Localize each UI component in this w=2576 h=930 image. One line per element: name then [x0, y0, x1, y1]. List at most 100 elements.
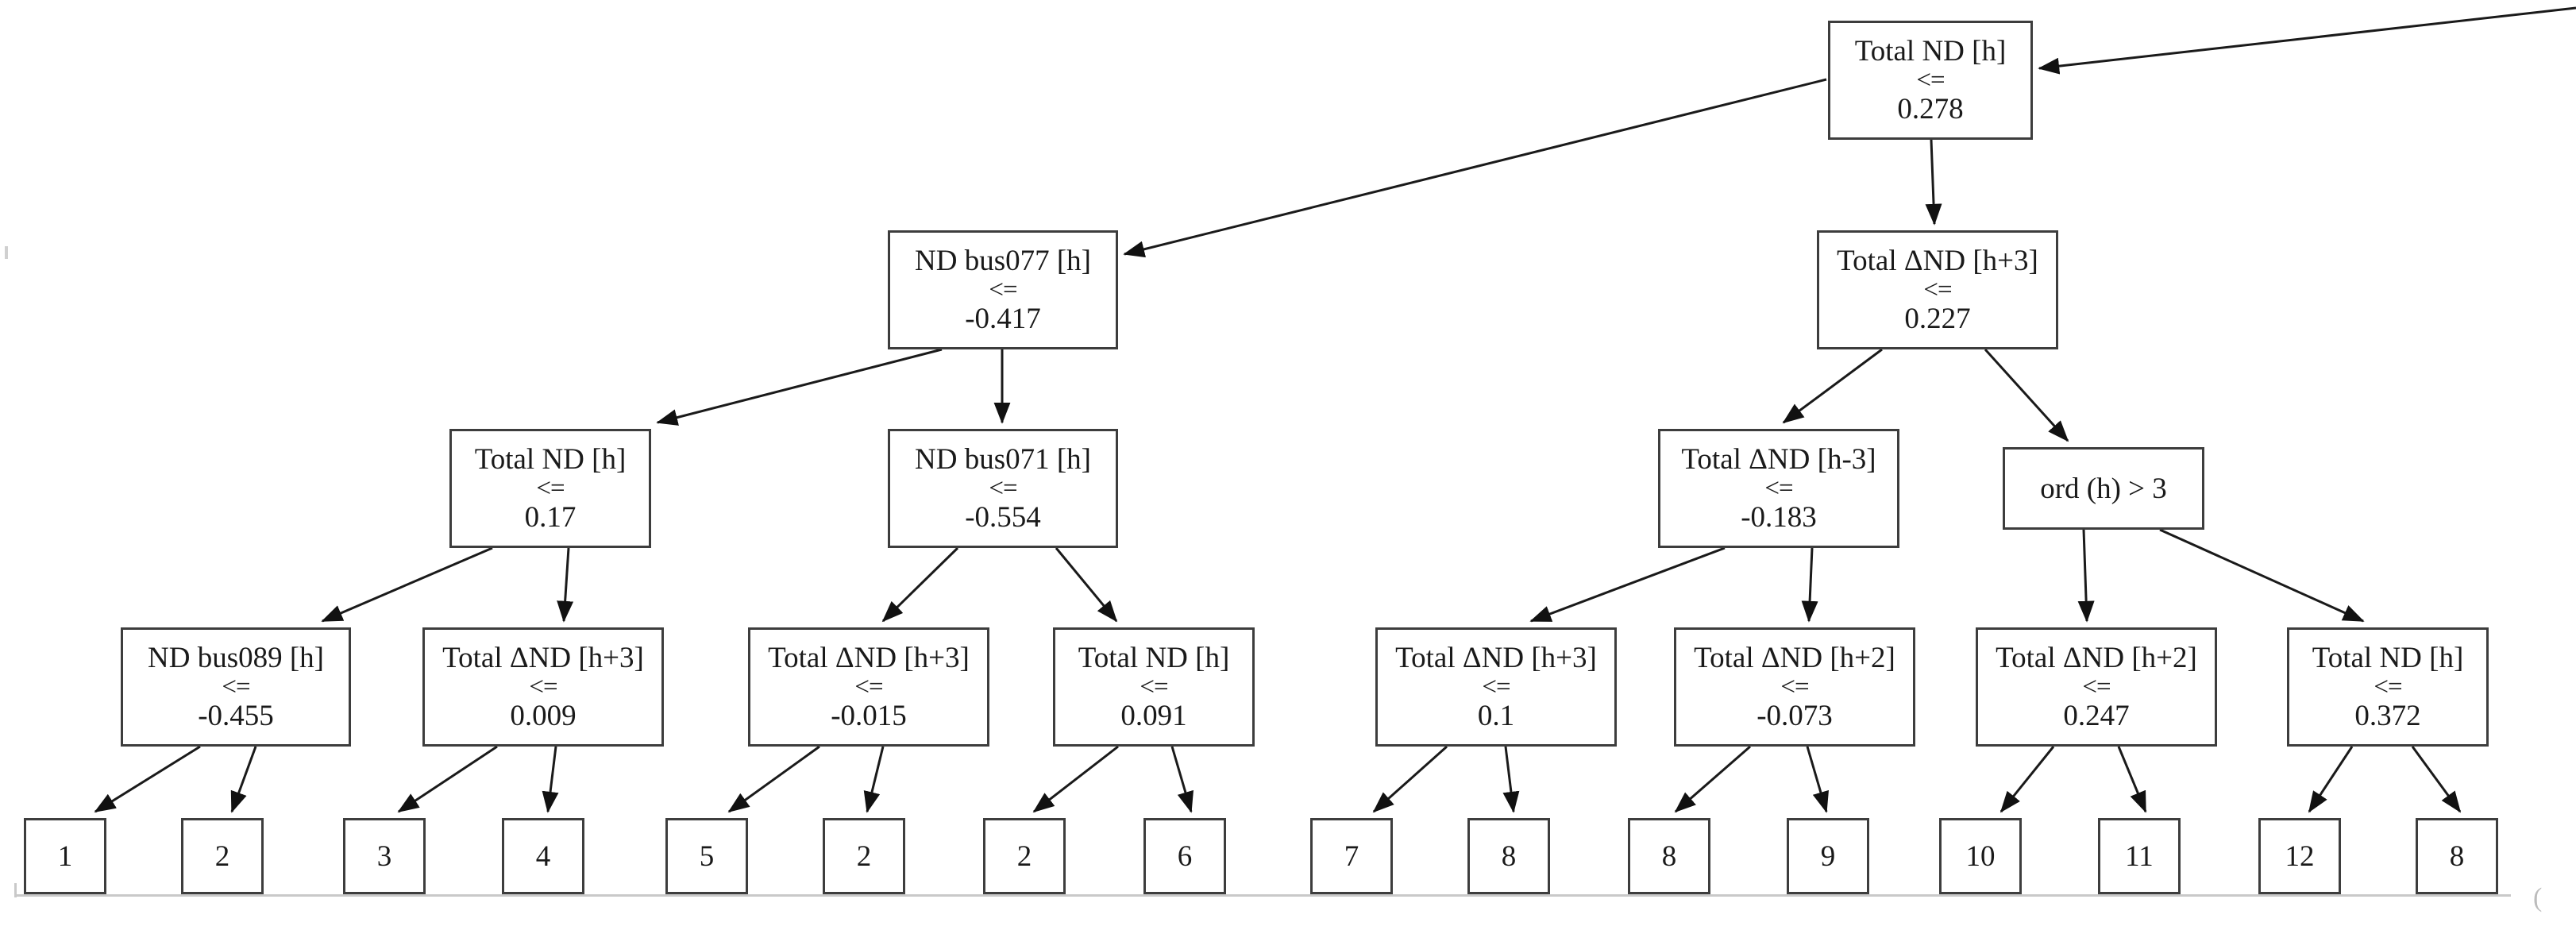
tree-edge-n6-to-n14 [2159, 528, 2365, 623]
leaf-cluster-label: 2 [1016, 839, 1032, 873]
decision-node-n12[interactable]: Total ΔND [h+2]<=-0.073 [1674, 627, 1915, 747]
tree-edge-n13-to-l14 [2117, 746, 2147, 813]
leaf-node-l6[interactable]: 2 [823, 818, 905, 894]
node-operator-label: <= [854, 673, 883, 701]
leaf-node-l1[interactable]: 1 [24, 818, 106, 894]
node-threshold-value: -0.554 [965, 501, 1041, 534]
decision-node-n0[interactable]: Total ND [h]<=0.278 [1828, 21, 2033, 140]
node-threshold-value: -0.073 [1757, 700, 1833, 732]
tree-edge-n14-to-l15 [2308, 746, 2354, 813]
decision-node-n1[interactable]: ND bus077 [h]<=-0.417 [888, 230, 1118, 349]
node-feature-label: ord (h) > 3 [2040, 472, 2167, 505]
tree-edge-n9-to-l6 [863, 746, 885, 813]
leaf-node-l8[interactable]: 6 [1143, 818, 1226, 894]
decision-node-n4[interactable]: ND bus071 [h]<=-0.554 [888, 429, 1118, 548]
leaf-cluster-label: 12 [2285, 839, 2315, 873]
leaf-node-l14[interactable]: 11 [2098, 818, 2181, 894]
node-operator-label: <= [989, 276, 1017, 304]
node-operator-label: <= [1140, 673, 1168, 701]
decision-node-n14[interactable]: Total ND [h]<=0.372 [2287, 627, 2489, 747]
leaf-cluster-label: 2 [856, 839, 872, 873]
tree-edge-n12-to-l11 [1674, 745, 1751, 813]
leaf-node-l10[interactable]: 8 [1467, 818, 1550, 894]
tree-edge-n3-to-n8 [557, 547, 574, 623]
leaf-cluster-label: 2 [214, 839, 230, 873]
leaf-cluster-label: 8 [1661, 839, 1677, 873]
leaf-node-l13[interactable]: 10 [1939, 818, 2022, 894]
node-threshold-value: 0.247 [2063, 700, 2130, 732]
decision-node-n2[interactable]: Total ΔND [h+3]<=0.227 [1817, 230, 2058, 349]
leaf-cluster-label: 7 [1344, 839, 1359, 873]
decision-node-n11[interactable]: Total ΔND [h+3]<=0.1 [1375, 627, 1617, 747]
leaf-cluster-label: 1 [57, 839, 73, 873]
stray-artifact-left [5, 246, 8, 259]
tree-edge-n8-to-l4 [542, 746, 559, 813]
tree-edge-n11-to-l9 [1372, 745, 1448, 813]
node-threshold-value: 0.372 [2354, 700, 2421, 732]
node-threshold-value: 0.17 [524, 501, 577, 534]
leaf-cluster-label: 8 [1501, 839, 1517, 873]
node-operator-label: <= [2082, 673, 2111, 701]
node-feature-label: ND bus077 [h] [915, 245, 1091, 277]
node-operator-label: <= [222, 673, 250, 701]
tree-edge-n10-to-l8 [1170, 746, 1194, 813]
node-operator-label: <= [2374, 673, 2402, 701]
node-threshold-value: -0.417 [965, 303, 1041, 335]
node-feature-label: Total ND [h] [2312, 642, 2464, 674]
stray-artifact-right: ( [2533, 883, 2543, 913]
leaf-node-l5[interactable]: 5 [665, 818, 748, 894]
leaf-cluster-label: 11 [2125, 839, 2154, 873]
tree-edge-n7-to-l1 [94, 745, 201, 813]
leaf-cluster-label: 5 [699, 839, 715, 873]
node-threshold-value: -0.455 [198, 700, 274, 732]
leaf-cluster-label: 9 [1820, 839, 1836, 873]
decision-node-n6[interactable]: ord (h) > 3 [2003, 447, 2204, 530]
tree-edge-n5-to-n11 [1529, 546, 1726, 623]
leaf-node-l12[interactable]: 9 [1787, 818, 1869, 894]
decision-node-n5[interactable]: Total ΔND [h-3]<=-0.183 [1658, 429, 1899, 548]
figure-baseline-rule [14, 894, 2511, 897]
decision-node-n10[interactable]: Total ND [h]<=0.091 [1053, 627, 1255, 747]
node-feature-label: Total ΔND [h+2] [1996, 642, 2197, 674]
leaf-node-l16[interactable]: 8 [2416, 818, 2498, 894]
decision-node-n7[interactable]: ND bus089 [h]<=-0.455 [121, 627, 351, 747]
decision-node-n8[interactable]: Total ΔND [h+3]<=0.009 [422, 627, 664, 747]
node-operator-label: <= [529, 673, 557, 701]
node-feature-label: Total ΔND [h+3] [442, 642, 644, 674]
tree-edge-n0-to-n2 [1925, 139, 1942, 226]
tree-edge-n2-to-n6 [1984, 348, 2069, 442]
tree-edge-n14-to-l16 [2411, 746, 2462, 813]
leaf-cluster-label: 8 [2449, 839, 2465, 873]
tree-edge-n11-to-l10 [1502, 746, 1520, 813]
tree-edge-n5-to-n12 [1801, 547, 1818, 623]
node-operator-label: <= [1482, 673, 1510, 701]
baseline-left-tick [14, 883, 17, 897]
leaf-cluster-label: 3 [376, 839, 392, 873]
tree-edge-n2-to-n5 [1782, 348, 1883, 424]
leaf-node-l2[interactable]: 2 [181, 818, 264, 894]
leaf-cluster-label: 4 [535, 839, 551, 873]
leaf-node-l7[interactable]: 2 [983, 818, 1066, 894]
node-feature-label: Total ΔND [h+3] [1395, 642, 1597, 674]
decision-node-n13[interactable]: Total ΔND [h+2]<=0.247 [1976, 627, 2217, 747]
tree-edge-n6-to-n13 [2077, 529, 2095, 623]
node-feature-label: Total ND [h] [474, 443, 627, 476]
tree-edge-n12-to-l12 [1806, 746, 1829, 813]
decision-node-n3[interactable]: Total ND [h]<=0.17 [449, 429, 651, 548]
leaf-node-l9[interactable]: 7 [1310, 818, 1393, 894]
tree-edge-n0-to-n1 [1123, 78, 1827, 258]
node-threshold-value: 0.009 [510, 700, 577, 732]
tree-edge-external-to-n0 [2038, 6, 2576, 75]
tree-edge-n8-to-l3 [397, 745, 498, 813]
node-feature-label: Total ND [h] [1854, 35, 2007, 68]
leaf-node-l3[interactable]: 3 [343, 818, 426, 894]
node-threshold-value: 0.227 [1904, 303, 1971, 335]
leaf-node-l15[interactable]: 12 [2258, 818, 2341, 894]
leaf-node-l4[interactable]: 4 [502, 818, 584, 894]
node-operator-label: <= [1764, 474, 1793, 503]
leaf-node-l11[interactable]: 8 [1628, 818, 1710, 894]
tree-edge-n4-to-n9 [881, 546, 959, 623]
tree-edge-n7-to-l2 [230, 746, 257, 813]
decision-node-n9[interactable]: Total ΔND [h+3]<=-0.015 [748, 627, 989, 747]
node-operator-label: <= [989, 474, 1017, 503]
